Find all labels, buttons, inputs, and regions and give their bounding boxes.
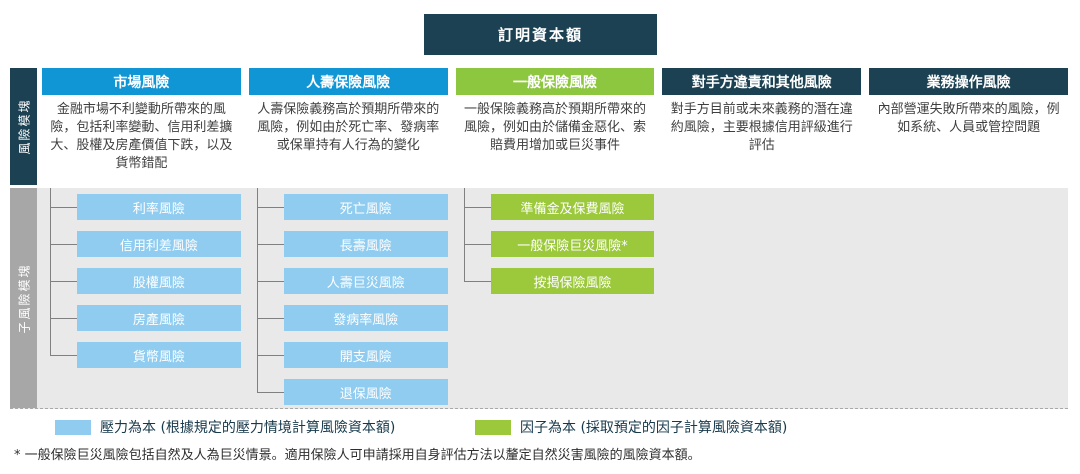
risk-module-side-label-text: 風險模塊	[17, 98, 32, 155]
risk-module-side-label: 風險模塊	[10, 68, 37, 185]
sub-risk-row: 按揭保險風險	[463, 268, 655, 294]
legend-item-factor-based: 因子為本 (採取預定的因子計算風險資本額)	[475, 417, 787, 437]
sub-risk-box-interest-rate: 利率風險	[77, 194, 241, 220]
sub-risk-module-section: 子風險模塊 利率風險 信用利差風險 股權風險 房產風險 貨幣風險 死亡風險 長壽…	[10, 188, 1068, 409]
sub-risk-box-mortality: 死亡風險	[283, 194, 448, 220]
sub-risk-box-general-catastrophe: 一般保險巨災風險*	[490, 231, 655, 257]
sub-risk-row: 人壽巨災風險	[256, 268, 448, 294]
sub-risk-row: 房產風險	[50, 305, 241, 331]
sub-risk-tree-life: 死亡風險 長壽風險 人壽巨災風險 發病率風險 開支風險 退保風險	[256, 188, 448, 416]
module-header-market-risk: 市場風險	[42, 68, 241, 95]
module-description-operational-risk: 內部營運失敗所帶來的風險，例如系統、人員或管控問題	[877, 102, 1060, 135]
module-header-operational-risk: 業務操作風險	[869, 68, 1068, 95]
module-description-life-insurance-risk: 人壽保險義務高於預期所帶來的風險，例如由於死亡率、發病率或保單持有人行為的變化	[257, 102, 440, 153]
risk-module-section: 風險模塊 市場風險 金融市場不利變動所帶來的風險，包括利率變動、信用利差擴大、股…	[10, 68, 1068, 185]
module-counterparty-default-risk: 對手方違責和其他風險 對手方目前或未來義務的潛在違約風險，主要根據信用評級進行評…	[662, 68, 862, 185]
sub-risks-market: 利率風險 信用利差風險 股權風險 房產風險 貨幣風險	[42, 188, 241, 408]
module-header-counterparty-default-risk: 對手方違責和其他風險	[662, 68, 862, 95]
sub-risk-row: 準備金及保費風險	[463, 194, 655, 220]
sub-risk-tree-general: 準備金及保費風險 一般保險巨災風險* 按揭保險風險	[463, 188, 655, 305]
connector-line	[50, 188, 51, 355]
connector-line	[256, 188, 258, 392]
sub-risk-box-currency: 貨幣風險	[77, 342, 241, 368]
sub-risk-box-property: 房產風險	[77, 305, 241, 331]
legend-swatch-green	[475, 419, 511, 435]
sub-risk-row: 退保風險	[256, 379, 448, 405]
sub-risk-row: 一般保險巨災風險*	[463, 231, 655, 257]
sub-risk-box-equity: 股權風險	[77, 268, 241, 294]
module-description-general-insurance-risk: 一般保險義務高於預期所帶來的風險，例如由於儲備金惡化、索賠費用增加或巨災事件	[463, 102, 646, 153]
sub-risk-box-mortgage-insurance: 按揭保險風險	[490, 268, 655, 294]
footnote: * 一般保險巨災風險包括自然及人為巨災情景。適用保險人可申請採用自身評估方法以釐…	[14, 448, 701, 463]
sub-risk-row: 貨幣風險	[50, 342, 241, 368]
sub-risk-box-credit-spread: 信用利差風險	[77, 231, 241, 257]
sub-risks-life: 死亡風險 長壽風險 人壽巨災風險 發病率風險 開支風險 退保風險	[249, 188, 448, 408]
sub-risks-general: 準備金及保費風險 一般保險巨災風險* 按揭保險風險	[456, 188, 655, 408]
sub-risk-row: 發病率風險	[256, 305, 448, 331]
module-description-market-risk: 金融市場不利變動所帶來的風險，包括利率變動、信用利差擴大、股權及房產價值下跌，以…	[50, 102, 233, 171]
sub-risk-module-side-label-text: 子風險模塊	[17, 262, 32, 334]
sub-risk-box-reserve-premium: 準備金及保費風險	[490, 194, 655, 220]
sub-risk-row: 死亡風險	[256, 194, 448, 220]
module-description-counterparty-default-risk: 對手方目前或未來義務的潛在違約風險，主要根據信用評級進行評估	[670, 102, 853, 153]
connector-line	[463, 188, 465, 281]
module-header-general-insurance-risk: 一般保險風險	[455, 68, 655, 95]
sub-risk-box-life-catastrophe: 人壽巨災風險	[283, 268, 448, 294]
legend-label-factor-based: 因子為本 (採取預定的因子計算風險資本額)	[520, 420, 788, 436]
sub-risk-columns: 利率風險 信用利差風險 股權風險 房產風險 貨幣風險 死亡風險 長壽風險 人壽巨…	[42, 188, 1068, 408]
module-operational-risk: 業務操作風險 內部營運失敗所帶來的風險，例如系統、人員或管控問題	[869, 68, 1068, 185]
legend-label-stress-based: 壓力為本 (根據規定的壓力情境計算風險資本額)	[100, 420, 396, 436]
module-columns: 市場風險 金融市場不利變動所帶來的風險，包括利率變動、信用利差擴大、股權及房產價…	[42, 68, 1068, 185]
legend-swatch-blue	[55, 419, 91, 435]
legend-item-stress-based: 壓力為本 (根據規定的壓力情境計算風險資本額)	[55, 417, 475, 437]
sub-risks-empty-operational	[869, 188, 1068, 408]
root-node-prescribed-capital: 訂明資本額	[424, 14, 657, 55]
sub-risk-row: 股權風險	[50, 268, 241, 294]
module-life-insurance-risk: 人壽保險風險 人壽保險義務高於預期所帶來的風險，例如由於死亡率、發病率或保單持有…	[248, 68, 448, 185]
sub-risk-row: 利率風險	[50, 194, 241, 220]
sub-risk-tree-market: 利率風險 信用利差風險 股權風險 房產風險 貨幣風險	[50, 188, 241, 379]
sub-risk-box-morbidity: 發病率風險	[283, 305, 448, 331]
module-market-risk: 市場風險 金融市場不利變動所帶來的風險，包括利率變動、信用利差擴大、股權及房產價…	[42, 68, 241, 185]
module-general-insurance-risk: 一般保險風險 一般保險義務高於預期所帶來的風險，例如由於儲備金惡化、索賠費用增加…	[455, 68, 655, 185]
sub-risk-box-lapse: 退保風險	[283, 379, 448, 405]
sub-risk-row: 長壽風險	[256, 231, 448, 257]
sub-risk-module-side-label: 子風險模塊	[10, 188, 37, 408]
sub-risks-empty-counterparty	[662, 188, 861, 408]
sub-risk-row: 信用利差風險	[50, 231, 241, 257]
sub-risk-box-expense: 開支風險	[283, 342, 448, 368]
sub-risk-row: 開支風險	[256, 342, 448, 368]
module-header-life-insurance-risk: 人壽保險風險	[248, 68, 448, 95]
sub-risk-box-longevity: 長壽風險	[283, 231, 448, 257]
legend: 壓力為本 (根據規定的壓力情境計算風險資本額) 因子為本 (採取預定的因子計算風…	[55, 417, 787, 437]
